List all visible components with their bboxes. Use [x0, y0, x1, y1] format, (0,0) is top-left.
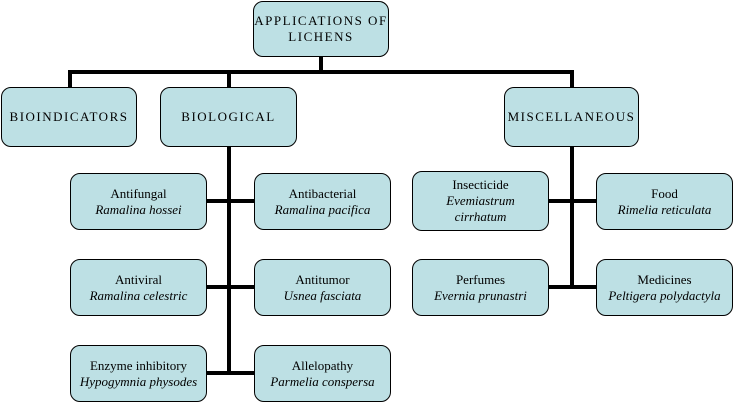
leaf-species: Usnea fasciata [283, 287, 362, 303]
connector-bioindicators [68, 70, 72, 88]
leaf-enzyme-inhibitory: Enzyme inhibitory Hypogymnia physodes [70, 345, 207, 402]
leaf-antitumor: Antitumor Usnea fasciata [254, 259, 391, 316]
connector-bio-row2 [206, 285, 256, 289]
leaf-use: Antifungal [110, 185, 167, 201]
connector-misc-row2 [548, 285, 598, 289]
leaf-species: Peltigera polydactyla [608, 287, 721, 303]
leaf-antifungal: Antifungal Ramalina hossei [70, 173, 207, 230]
connector-root-down [319, 56, 323, 72]
leaf-use: Medicines [637, 271, 692, 287]
connector-bio-row1 [206, 199, 256, 203]
leaf-use: Antibacterial [288, 185, 357, 201]
leaf-antibacterial: Antibacterial Ramalina pacifica [254, 173, 391, 230]
category-bioindicators-label: BIOINDICATORS [9, 109, 129, 124]
leaf-use: Allelopathy [291, 357, 354, 373]
leaf-species-line2: cirrhatum [454, 209, 507, 224]
leaf-species: Ramalina pacifica [274, 201, 371, 217]
category-bioindicators: BIOINDICATORS [1, 87, 137, 147]
category-miscellaneous-label: MISCELLANEOUS [507, 109, 636, 124]
leaf-use: Insecticide [452, 177, 509, 192]
leaf-species: Ramalina celestric [89, 287, 188, 303]
leaf-use: Enzyme inhibitory [89, 357, 188, 373]
leaf-perfumes: Perfumes Evernia prunastri [412, 259, 549, 316]
category-biological-label: BIOLOGICAL [181, 109, 276, 124]
leaf-species: Hypogymnia physodes [79, 373, 198, 389]
connector-main-horizontal [68, 70, 574, 74]
leaf-antiviral: Antiviral Ramalina celestric [70, 259, 207, 316]
category-biological: BIOLOGICAL [160, 87, 297, 147]
leaf-species: Parmelia conspersa [270, 373, 375, 389]
root-line2: LICHENS [288, 29, 354, 44]
connector-biological-trunk [227, 146, 231, 375]
leaf-species: Ramalina hossei [95, 201, 182, 217]
leaf-insecticide: Insecticide Evemiastrum cirrhatum [412, 171, 549, 231]
connector-biological [227, 70, 231, 88]
leaf-species: Evernia prunastri [434, 287, 527, 303]
leaf-use: Antitumor [295, 271, 350, 287]
connector-bio-row3 [206, 371, 256, 375]
leaf-species: Rimelia reticulata [617, 201, 712, 217]
leaf-use: Antiviral [115, 271, 162, 287]
leaf-species-line1: Evemiastrum [446, 193, 515, 208]
category-miscellaneous: MISCELLANEOUS [504, 87, 639, 147]
leaf-allelopathy: Allelopathy Parmelia conspersa [254, 345, 391, 402]
root-line1: APPLICATIONS OF [254, 13, 388, 28]
connector-misc-trunk [570, 146, 574, 289]
leaf-medicines: Medicines Peltigera polydactyla [596, 259, 733, 316]
root-node: APPLICATIONS OF LICHENS [253, 1, 389, 57]
leaf-food: Food Rimelia reticulata [596, 173, 733, 230]
connector-misc-row1 [548, 199, 598, 203]
leaf-use: Food [651, 185, 678, 201]
connector-miscellaneous [570, 70, 574, 88]
leaf-use: Perfumes [455, 271, 506, 287]
